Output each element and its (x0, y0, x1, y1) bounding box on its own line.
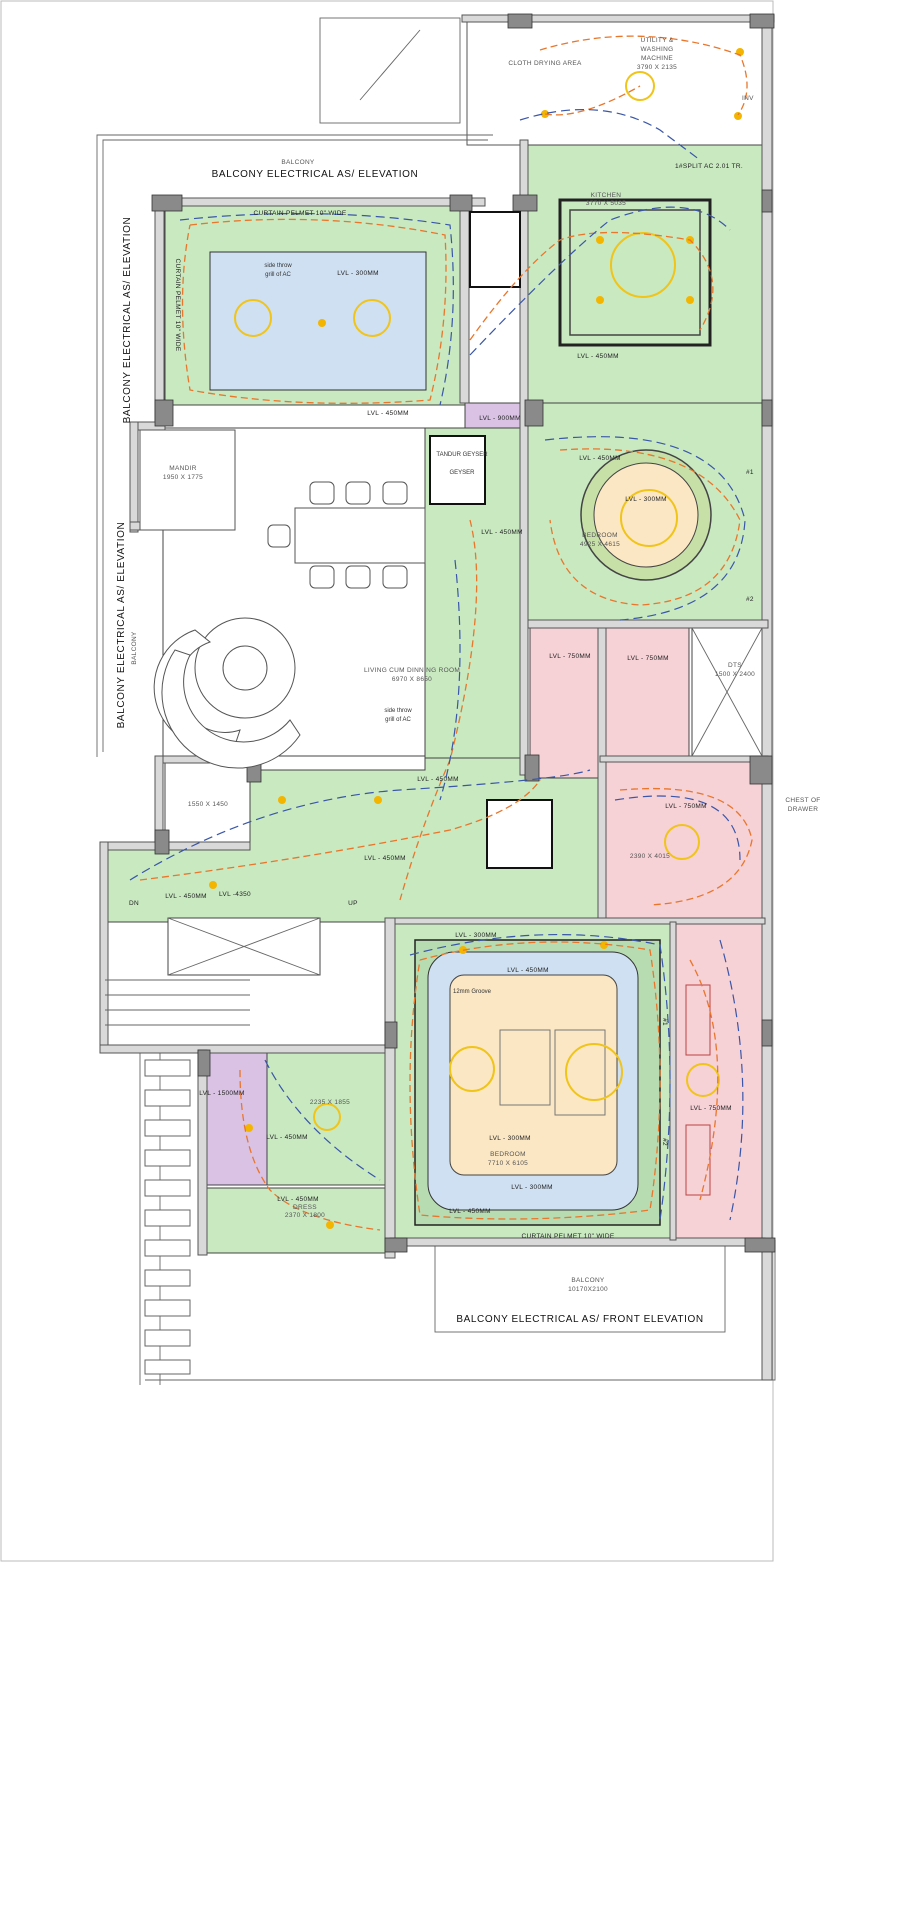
label-kitchen: KITCHEN (591, 192, 622, 199)
label-side-throw-2: grill of AC (265, 272, 291, 278)
label-toilet-lvl-2: LVL - 750MM (627, 655, 669, 662)
label-mandir-dim: 1950 X 1775 (163, 474, 203, 481)
room-fills (104, 19, 763, 1254)
title-balcony-top: BALCONY ELECTRICAL AS/ ELEVATION (212, 169, 419, 180)
label-utility-1: UTILITY & (641, 37, 674, 44)
label-no2-top: #2 (746, 596, 754, 603)
label-lvl-450-shaft: LVL - 450MM (481, 529, 523, 536)
label-balcony-bottom-dim: 10170X2100 (568, 1286, 608, 1293)
label-bedroom-right-lvl-1: LVL - 450MM (579, 455, 621, 462)
balcony-outlines (96, 17, 776, 1385)
label-kitchen-lvl: LVL - 450MM (577, 353, 619, 360)
light-fixtures (209, 48, 744, 1229)
label-bed-top-lvl-1: LVL - 300MM (337, 270, 379, 277)
label-groove: 12mm Groove (453, 989, 492, 995)
label-curtain-top: CURTAIN PELMET 10" WIDE (253, 210, 346, 217)
label-wc-dim: 2235 X 1855 (310, 1099, 350, 1106)
label-master-lvl-4: LVL - 300MM (511, 1184, 553, 1191)
label-lvl-450-wc: LVL - 450MM (266, 1134, 308, 1141)
label-no1-master: #1 (661, 1018, 668, 1026)
label-balcony-side: BALCONY (131, 631, 138, 665)
label-lvl-450-left: LVL - 450MM (165, 893, 207, 900)
label-bedroom-right: BEDROOM (582, 532, 618, 539)
label-dn: DN (129, 900, 139, 907)
label-master-lvl-1: LVL - 300MM (455, 932, 497, 939)
label-bedroom-master: BEDROOM (490, 1151, 526, 1158)
label-cloth-drying: CLOTH DRYING AREA (508, 60, 582, 67)
label-balcony-top: BALCONY (281, 159, 315, 166)
label-lvl-900: LVL - 900MM (479, 415, 521, 422)
label-utility-3: MACHINE (641, 55, 673, 62)
label-lvl-750-side: LVL - 750MM (690, 1105, 732, 1112)
title-balcony-side-1: BALCONY ELECTRICAL AS/ ELEVATION (122, 217, 133, 424)
label-no1-top: #1 (746, 469, 754, 476)
label-lvl-4350: LVL -4350 (219, 891, 251, 898)
label-bedroom-right-dim: 4925 X 4615 (580, 541, 620, 548)
label-mandir: MANDIR (169, 465, 196, 472)
label-side-throw-4: grill of AC (385, 717, 411, 723)
label-side-throw-3: side throw (384, 708, 412, 714)
label-up: UP (348, 900, 358, 907)
label-dress: DRESS (293, 1204, 317, 1211)
title-balcony-front: BALCONY ELECTRICAL AS/ FRONT ELEVATION (456, 1314, 703, 1325)
label-dts-dim: 1500 X 2400 (715, 671, 755, 678)
labels: CLOTH DRYING AREA UTILITY & WASHING MACH… (116, 37, 820, 1325)
label-master-lvl-5: LVL - 450MM (449, 1208, 491, 1215)
furniture (105, 198, 763, 1375)
label-bedroom-master-dim: 7710 X 6105 (488, 1160, 528, 1167)
label-split-ac: 1#SPLIT AC 2.01 TR. (675, 163, 743, 170)
label-lvl-1500: LVL - 1500MM (199, 1090, 245, 1097)
label-toilet-right-lvl: LVL - 750MM (665, 803, 707, 810)
label-lvl-450-mid: LVL - 450MM (417, 776, 459, 783)
label-curtain-left: CURTAIN PELMET 10" WIDE (174, 258, 181, 351)
label-curtain-bottom: CURTAIN PELMET 10" WIDE (521, 1233, 614, 1240)
label-lvl-450-lobby: LVL - 450MM (364, 855, 406, 862)
label-master-lvl-3: LVL - 300MM (489, 1135, 531, 1142)
label-chest-2: DRAWER (788, 806, 818, 813)
label-utility-2: WASHING (641, 46, 674, 53)
label-dress-dim: 2370 X 1800 (285, 1212, 325, 1219)
label-balcony-bottom: BALCONY (571, 1277, 605, 1284)
label-kitchen-dim: 3770 X 5035 (586, 200, 626, 207)
label-bed-top-lvl-2: LVL - 450MM (367, 410, 409, 417)
wiring (129, 35, 753, 1231)
label-inv: INV (742, 95, 754, 102)
label-toilet-lvl-1: LVL - 750MM (549, 653, 591, 660)
label-dts: DTS (728, 662, 742, 669)
sheet-border (0, 0, 774, 1562)
label-lvl-450-bottom: LVL - 450MM (277, 1196, 319, 1203)
title-balcony-side-2: BALCONY ELECTRICAL AS/ ELEVATION (116, 522, 127, 729)
label-utility-dim: 3790 X 2135 (637, 64, 677, 71)
label-side-throw-1: side throw (264, 263, 292, 269)
label-toilet-right-dim: 2390 X 4015 (630, 853, 670, 860)
label-living: LIVING CUM DINNING ROOM (364, 667, 460, 674)
columns (151, 13, 776, 1253)
label-no2-master: #2 (661, 1138, 668, 1146)
label-bedroom-right-lvl-2: LVL - 300MM (625, 496, 667, 503)
label-chest-1: CHEST OF (785, 797, 820, 804)
label-master-lvl-2: LVL - 450MM (507, 967, 549, 974)
label-geyser-1: GEYSER (449, 470, 475, 476)
label-living-dim: 6970 X 8650 (392, 676, 432, 683)
label-pooja-dim: 1550 X 1450 (188, 801, 228, 808)
label-geyser-2: TANDUR GEYSER (436, 452, 488, 458)
